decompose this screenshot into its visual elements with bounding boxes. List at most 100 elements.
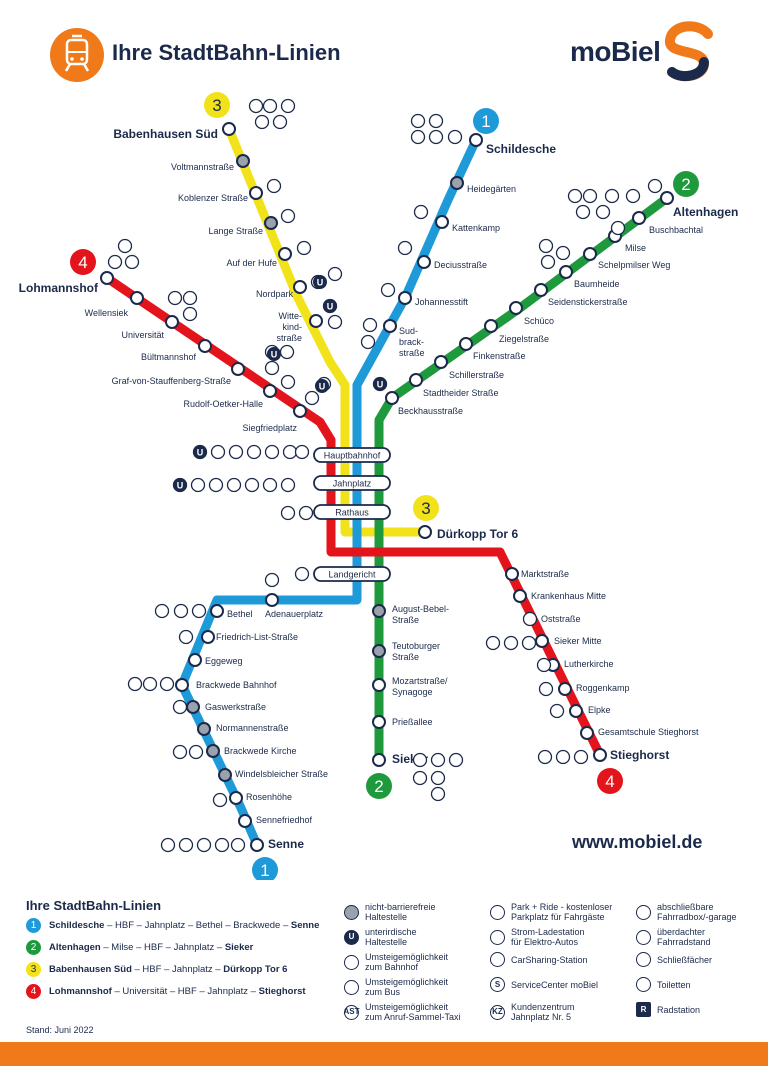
website-link[interactable]: www.mobiel.de <box>572 832 703 852</box>
stop-label-seidensticker: Seidenstickerstraße <box>548 297 628 307</box>
stop-marker-elpke <box>569 704 583 718</box>
interchange-icon <box>538 238 554 254</box>
interchange-icon <box>294 566 310 582</box>
interchange-icon <box>447 129 463 145</box>
stop-marker-rosenhoehe <box>229 791 243 805</box>
interchange-icon <box>298 505 314 521</box>
stop-label-schelpmilser: Schelpmilser Weg <box>598 260 670 270</box>
legend-symbol-icon <box>636 952 651 967</box>
stop-label-rosenhoehe: Rosenhöhe <box>246 792 292 802</box>
underground-icon <box>373 377 387 391</box>
stop-label-marktstrasse: Marktstraße <box>521 569 569 579</box>
stop-label-koblenzer: Koblenzer Straße <box>178 193 248 203</box>
stop-marker-witte <box>309 314 323 328</box>
legend-route-number: 1 <box>26 918 41 933</box>
interchange-icon <box>304 390 320 406</box>
interchange-icon <box>282 444 298 460</box>
interchange-icon <box>182 306 198 322</box>
stop-label-oststrasse: Oststraße <box>541 614 581 624</box>
stop-marker-brackwede_bhf <box>175 678 189 692</box>
stop-label-gesamtschule: Gesamtschule Stieghorst <box>598 727 699 737</box>
stop-label-graf: Graf-von-Stauffenberg-Straße <box>112 376 231 386</box>
stop-marker-lohmannshof <box>100 271 114 285</box>
stop-label-brackwede_kirche: Brackwede Kirche <box>224 746 297 756</box>
interchange-icon <box>266 178 282 194</box>
stop-marker-schelpmilser <box>583 247 597 261</box>
central-stop-label: Jahnplatz <box>333 479 372 489</box>
interchange-icon <box>397 240 413 256</box>
stop-marker-priessallee <box>372 715 386 729</box>
stand-date: Stand: Juni 2022 <box>26 1025 94 1035</box>
legend-symbol-icon: U <box>344 929 359 945</box>
interchange-icon <box>625 188 641 204</box>
stop-marker-wellensiek <box>130 291 144 305</box>
stop-marker-deciusstrasse <box>417 255 431 269</box>
interchange-icon <box>410 113 426 129</box>
underground-icon-label: U <box>327 302 334 312</box>
page-title: Ihre StadtBahn-Linien <box>112 40 341 65</box>
line-badge-circle <box>252 857 278 880</box>
stop-marker-siegfriedplatz <box>293 404 307 418</box>
interchange-icon <box>647 178 663 194</box>
stop-label-senne: Senne <box>268 837 304 851</box>
stop-label-heidegaerten: Heidegärten <box>467 184 516 194</box>
interchange-icon <box>127 676 143 692</box>
legend-symbol-label: unterirdische Haltestelle <box>365 927 417 947</box>
interchange-icon <box>522 611 538 627</box>
interchange-icon <box>428 113 444 129</box>
stop-marker-bueltmannshof <box>198 339 212 353</box>
interchange-icon <box>412 752 428 768</box>
legend-route-number: 4 <box>26 984 41 999</box>
legend-route-text: Altenhagen – Milse – HBF – Jahnplatz – S… <box>49 942 254 953</box>
line-badge-circle <box>597 768 623 794</box>
interchange-icon <box>294 444 310 460</box>
legend-symbol: Umsteigemöglichkeit zum Bus <box>344 977 448 997</box>
line-badge-circle <box>473 108 499 134</box>
legend-symbol-label: Umsteigemöglichkeit zum Bus <box>365 977 449 997</box>
legend-symbol-icon <box>344 904 359 920</box>
underground-icon <box>315 379 329 393</box>
line-badge-number: 2 <box>374 777 383 796</box>
legend-route-text: Lohmannshof – Universität – HBF – Jahnpl… <box>49 986 306 997</box>
tram-icon <box>64 34 90 72</box>
stop-marker-lange <box>264 216 278 230</box>
interchange-icon <box>573 749 589 765</box>
legend-route-number: 2 <box>26 940 41 955</box>
legend-route-2: 2 Altenhagen – Milse – HBF – Jahnplatz – … <box>26 940 253 955</box>
stop-marker-mozart <box>372 678 386 692</box>
interchange-icon <box>254 114 270 130</box>
interchange-icon <box>540 254 556 270</box>
interchange-icon <box>430 786 446 802</box>
legend-symbol: Toiletten <box>636 977 691 992</box>
stop-label-auf_der_hufe: Auf der Hufe <box>226 258 277 268</box>
stop-label-august_bebel: August-Bebel-Straße <box>392 604 449 625</box>
interchange-icon <box>159 676 175 692</box>
stop-label-sudbrack: Sud-brack-straße <box>399 326 425 358</box>
interchange-icon <box>503 635 519 651</box>
brand-logo-text: moBiel <box>570 36 661 67</box>
tram-icon-badge <box>50 28 104 82</box>
interchange-icon <box>327 314 343 330</box>
stop-label-kattenkamp: Kattenkamp <box>452 223 500 233</box>
interchange-icon <box>413 204 429 220</box>
legend-symbol: überdachter Fahrradstand <box>636 927 711 947</box>
interchange-icon <box>272 114 288 130</box>
stop-label-windelsbleicher: Windelsbleicher Straße <box>235 769 328 779</box>
legend-route-text: Babenhausen Süd – HBF – Jahnplatz – Dürk… <box>49 964 288 975</box>
interchange-icon <box>160 837 176 853</box>
line-badge-2: 2 <box>366 773 392 799</box>
stop-marker-stadtheider <box>409 373 423 387</box>
legend-symbol: Park + Ride - kostenloser Parkplatz für … <box>490 902 612 922</box>
interchange-icon <box>173 603 189 619</box>
interchange-icon <box>582 188 598 204</box>
legend-symbol: Strom-Ladestation für Elektro-Autos <box>490 927 585 947</box>
central-stop-3: Landgericht <box>313 566 391 582</box>
interchange-icon <box>264 360 280 376</box>
interchange-icon <box>262 477 278 493</box>
stop-marker-schildesche <box>469 133 483 147</box>
legend-symbol-icon: R <box>636 1002 651 1017</box>
legend-symbol: nicht-barrierefreie Haltestelle <box>344 902 436 922</box>
